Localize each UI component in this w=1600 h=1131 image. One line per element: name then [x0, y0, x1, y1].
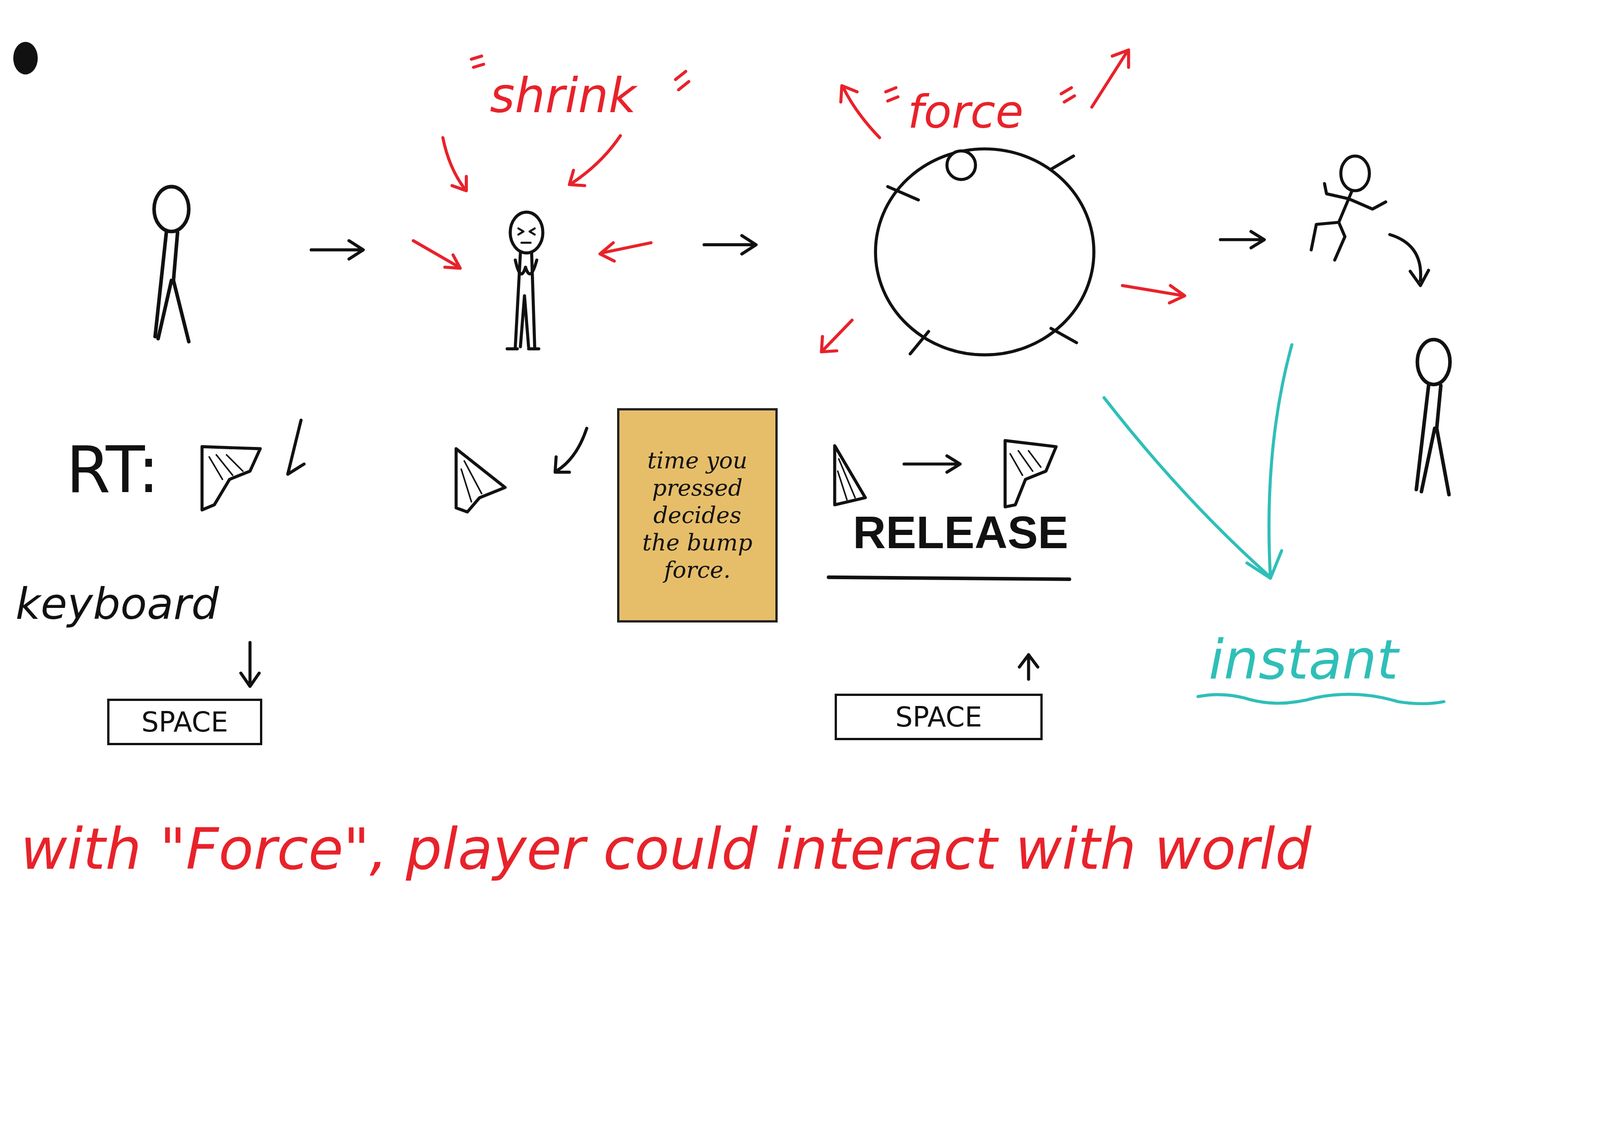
red-arrow: [1122, 285, 1185, 303]
ink-blob: [13, 41, 38, 75]
red-arrow: [1091, 50, 1129, 108]
figure-head: [1417, 339, 1451, 385]
teal-arrow: [1268, 344, 1292, 578]
red-arrow: [600, 242, 652, 261]
input-label: keyboard: [15, 579, 219, 629]
bubble-ticks: [887, 155, 1077, 354]
instant-label: instant: [1208, 628, 1399, 692]
flow-arrow: [903, 456, 961, 473]
stick-figure: [154, 186, 189, 342]
flow-arrow: [704, 235, 757, 255]
key-box: SPACE: [107, 698, 263, 746]
teal-arrow: [1104, 397, 1270, 577]
force-arrows: [821, 50, 1185, 353]
press-arrow: [287, 420, 305, 475]
trigger-hatch: [461, 461, 482, 502]
figure-arms: [515, 259, 537, 274]
bubble-outline: [875, 148, 1095, 355]
trigger-icon: [202, 446, 261, 510]
figure-head: [510, 212, 544, 253]
figure-body: [1311, 183, 1386, 261]
figure-body: [155, 232, 189, 342]
shrunk-figure: [507, 212, 543, 349]
shrink-arrows: [413, 56, 689, 269]
node-text: time you pressed decides the bump force.: [632, 446, 763, 584]
jumping-figure: [1311, 155, 1386, 260]
red-arrow: [413, 240, 461, 269]
trigger-icon: [456, 448, 505, 513]
release-arrow: [1019, 654, 1038, 680]
red-arrow: [569, 135, 621, 186]
figure-head: [154, 186, 189, 232]
figure-head: [1340, 155, 1370, 191]
instant-arrows: [1104, 344, 1293, 579]
trigger-icon: [1005, 440, 1057, 507]
press-arrow: [555, 428, 587, 473]
trigger-icon: [834, 445, 866, 505]
press-arrow: [240, 642, 260, 687]
figure-body: [1416, 385, 1450, 495]
force-label: force: [907, 85, 1024, 139]
release-label: RELEASE: [852, 506, 1069, 559]
release-underline: [828, 577, 1070, 580]
figure-face: [518, 228, 536, 243]
key-box: SPACE: [834, 693, 1043, 741]
node-text: SPACE: [141, 705, 229, 739]
red-arrow: [821, 320, 852, 352]
teal-arrowhead: [1246, 550, 1282, 579]
trigger-hatch: [1010, 450, 1041, 476]
trigger-hatch: [837, 458, 856, 500]
caption: with "Force", player could interact with…: [20, 816, 1312, 883]
red-arrow: [840, 85, 880, 138]
shrink-label: shrink: [489, 68, 637, 124]
flow-arrow: [311, 240, 364, 260]
landing-arrow: [1389, 234, 1429, 286]
trigger-hatch: [209, 454, 244, 480]
trigger-label: RT:: [66, 433, 160, 507]
figure-body: [507, 253, 539, 349]
red-arrow: [442, 137, 467, 191]
flow-arrow: [1220, 231, 1265, 249]
player-ball: [946, 150, 976, 180]
wavy-underline: [1198, 694, 1445, 704]
stick-figure: [1416, 339, 1450, 495]
node-text: SPACE: [895, 700, 982, 734]
note-box: time you pressed decides the bump force.: [617, 408, 778, 623]
force-bubble: [875, 148, 1095, 355]
